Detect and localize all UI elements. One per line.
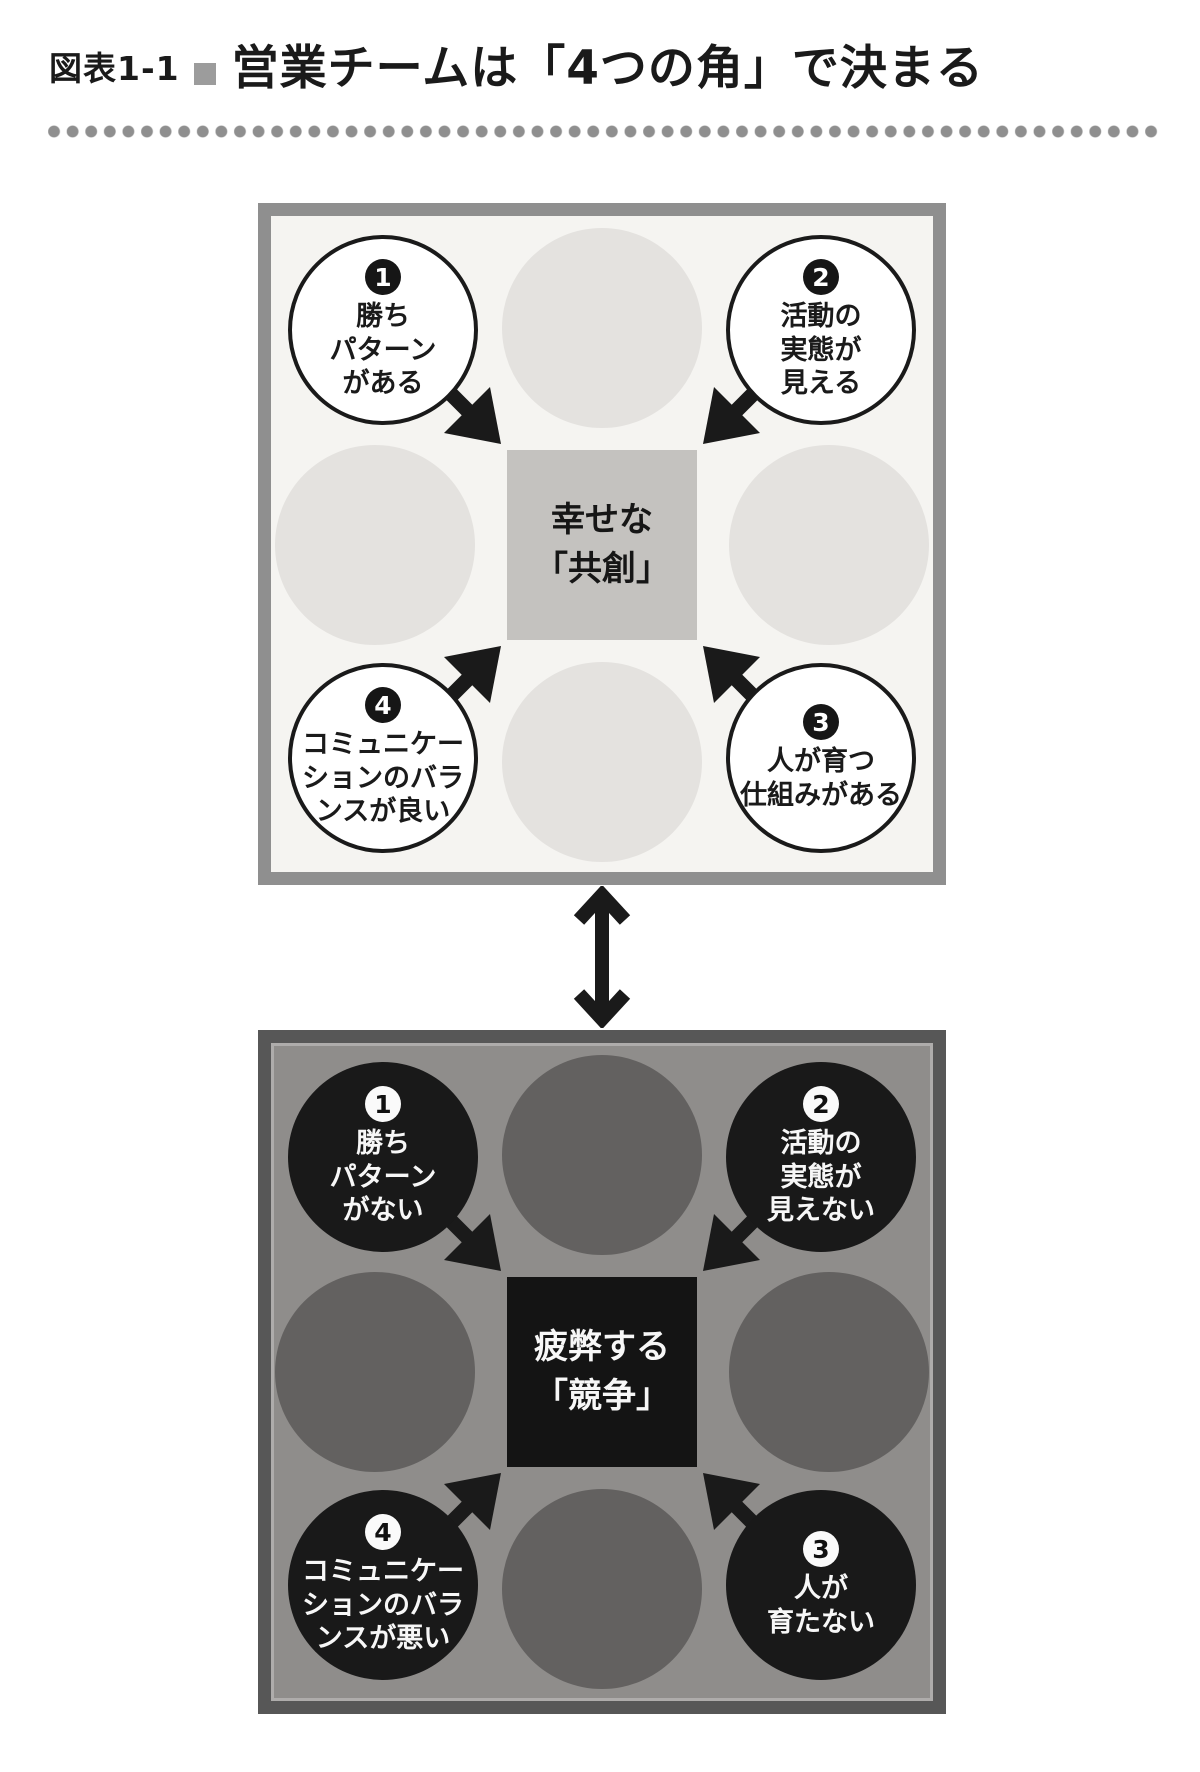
- corner-text-line: 見える: [780, 368, 862, 400]
- corner-text-line: 勝ち: [356, 1128, 410, 1160]
- placeholder-circle-right: [729, 1272, 929, 1472]
- center-square-line: 幸せな: [551, 499, 653, 540]
- number-badge-3: 3: [803, 704, 839, 741]
- corner-circle-4: 4 コミュニケー ションのバラ ンスが悪い: [288, 1490, 478, 1680]
- corner-text-line: コミュニケー: [302, 1556, 464, 1588]
- corner-text-line: パターン: [329, 334, 437, 366]
- dotted-divider: [48, 124, 1162, 139]
- corner-text-line: ンスが良い: [315, 796, 451, 828]
- corner-text-line: 活動の: [780, 301, 862, 333]
- corner-circle-1: 1 勝ち パターン がない: [288, 1062, 478, 1252]
- number-badge-2: 2: [803, 1086, 839, 1123]
- figure-header: 図表1-1 営業チームは「4つの角」で決まる: [49, 42, 984, 95]
- corner-text-line: 見えない: [767, 1195, 875, 1227]
- corner-text-line: ションのバラ: [302, 1589, 464, 1621]
- corner-circle-2: 2 活動の 実態が 見える: [726, 235, 916, 425]
- figure-title: 営業チームは「4つの角」で決まる: [231, 41, 984, 97]
- competition-panel: 1 勝ち パターン がない 2 活動の 実態が 見えない 3 人が 育たない 4…: [258, 1030, 946, 1714]
- corner-text-line: がない: [342, 1195, 424, 1227]
- corner-text-line: 実態が: [780, 334, 862, 366]
- corner-circle-1: 1 勝ち パターン がある: [288, 235, 478, 425]
- corner-circle-3: 3 人が 育たない: [726, 1490, 916, 1680]
- corner-text-line: がある: [342, 368, 424, 400]
- placeholder-circle-right: [729, 445, 929, 645]
- corner-text-line: ションのバラ: [302, 762, 464, 794]
- number-badge-1: 1: [365, 1086, 401, 1123]
- number-badge-2: 2: [803, 259, 839, 296]
- number-badge-4: 4: [365, 1514, 401, 1551]
- corner-text-line: 人が: [794, 1573, 848, 1605]
- corner-text-line: 育たない: [767, 1606, 875, 1638]
- corner-text-line: 勝ち: [356, 301, 410, 333]
- placeholder-circle-left: [275, 445, 475, 645]
- corner-text-line: パターン: [329, 1161, 437, 1193]
- double-arrow-icon: [573, 886, 631, 1028]
- center-square-competition: 疲弊する 「競争」: [507, 1277, 697, 1467]
- corner-text-line: ンスが悪い: [315, 1623, 451, 1655]
- center-square-line: 「共創」: [534, 549, 670, 589]
- center-square-line: 「競争」: [534, 1376, 670, 1416]
- corner-circle-3: 3 人が育つ 仕組みがある: [726, 663, 916, 853]
- placeholder-circle-top: [502, 228, 702, 428]
- number-badge-1: 1: [365, 259, 401, 296]
- placeholder-circle-top: [502, 1055, 702, 1255]
- corner-circle-2: 2 活動の 実態が 見えない: [726, 1062, 916, 1252]
- figure-label: 図表1-1: [49, 49, 180, 88]
- corner-text-line: コミュニケー: [302, 729, 464, 761]
- corner-circle-4: 4 コミュニケー ションのバラ ンスが良い: [288, 663, 478, 853]
- placeholder-circle-bottom: [502, 1489, 702, 1689]
- corner-text-line: 人が育つ: [767, 746, 875, 778]
- square-bullet-icon: [193, 63, 216, 85]
- placeholder-circle-left: [275, 1272, 475, 1472]
- center-square-line: 疲弊する: [534, 1326, 670, 1367]
- number-badge-4: 4: [365, 687, 401, 724]
- corner-text-line: 仕組みがある: [740, 779, 902, 811]
- placeholder-circle-bottom: [502, 662, 702, 862]
- co-creation-panel: 1 勝ち パターン がある 2 活動の 実態が 見える 3 人が育つ 仕組みがあ…: [258, 203, 946, 885]
- number-badge-3: 3: [803, 1531, 839, 1568]
- center-square-co-creation: 幸せな 「共創」: [507, 450, 697, 640]
- corner-text-line: 実態が: [780, 1161, 862, 1193]
- corner-text-line: 活動の: [780, 1128, 862, 1160]
